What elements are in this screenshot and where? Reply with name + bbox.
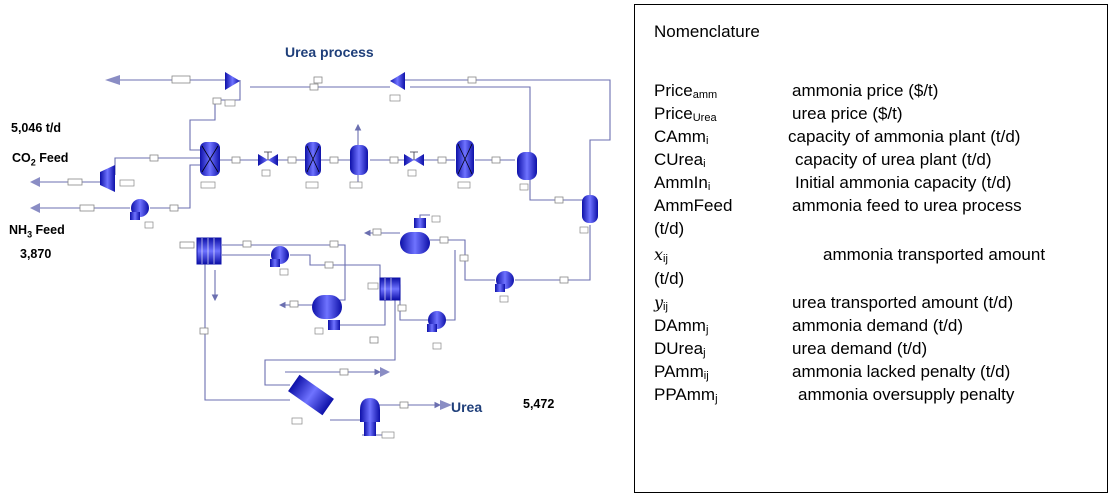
flash-drum-2-icon bbox=[517, 152, 537, 180]
stream-tags bbox=[67, 75, 569, 409]
nomenclature-symbol: PAmmij bbox=[654, 362, 709, 382]
nomenclature-symbol: DAmmj bbox=[654, 316, 709, 336]
nh3-inlet-arrow-icon bbox=[30, 203, 40, 213]
stream-pump-to-hx bbox=[290, 254, 381, 280]
splitter-2-icon bbox=[390, 72, 405, 90]
co2-feed-label: CO2 Feed bbox=[12, 151, 69, 168]
co2-rate-label: 5,046 t/d bbox=[11, 121, 62, 135]
separator-drum-icon bbox=[400, 232, 430, 254]
nomenclature-symbol: PriceUrea bbox=[654, 104, 717, 124]
stream-recycle-lower bbox=[264, 300, 396, 386]
nomenclature-symbol: (t/d) bbox=[654, 219, 685, 238]
nomenclature-description: urea demand (t/d) bbox=[792, 339, 928, 358]
nomenclature-symbol: DUreaj bbox=[654, 339, 706, 359]
heater-icon bbox=[414, 218, 426, 228]
equipment bbox=[100, 72, 598, 439]
nomenclature-symbol: CAmmi bbox=[654, 127, 709, 147]
nomenclature-description: Initial ammonia capacity (t/d) bbox=[795, 173, 1012, 192]
nh3-feed-label: NH3 Feed bbox=[9, 223, 65, 240]
flowsheet-canvas bbox=[30, 72, 611, 439]
nomenclature-symbol: Priceamm bbox=[654, 81, 718, 101]
offgas-arrow-icon bbox=[380, 367, 390, 377]
process-flow-diagram: Urea process 5,046 t/d CO2 Feed NH3 Feed… bbox=[9, 44, 611, 439]
nomenclature-description: ammonia demand (t/d) bbox=[792, 316, 964, 335]
nomenclature-symbol: PPAmmj bbox=[654, 385, 718, 405]
nomenclature-description: ammonia transported amount bbox=[823, 245, 1046, 264]
urea-outlet-arrow-icon bbox=[440, 400, 452, 410]
melt-drum-icon bbox=[312, 295, 342, 319]
nomenclature-symbol: CUreai bbox=[654, 150, 706, 170]
co2-inlet-arrow-icon bbox=[30, 177, 40, 187]
nomenclature-panel: Nomenclature Priceamm ammonia price ($/t)… bbox=[634, 4, 1108, 493]
nh3-rate-label: 3,870 bbox=[20, 247, 52, 261]
nomenclature-description: capacity of urea plant (t/d) bbox=[795, 150, 992, 169]
stream-recycle-right bbox=[405, 79, 611, 200]
cyclone-icon bbox=[360, 398, 380, 422]
nomenclature-heading: Nomenclature bbox=[654, 22, 760, 41]
concentrator-icon bbox=[379, 277, 401, 301]
nomenclature-description: ammonia oversupply penalty bbox=[798, 385, 1015, 404]
nomenclature-symbol: yij bbox=[654, 293, 668, 313]
prilling-tower-icon bbox=[288, 374, 334, 416]
splitter-1-icon bbox=[225, 72, 240, 90]
stream-return-right bbox=[410, 86, 531, 155]
flash-drum-1-icon bbox=[350, 145, 368, 175]
column-icon bbox=[582, 195, 598, 223]
nomenclature-symbol: (t/d) bbox=[654, 269, 685, 288]
urea-rate-label: 5,472 bbox=[523, 397, 555, 411]
outlet-arrow-top bbox=[105, 75, 120, 85]
urea-product-label: Urea bbox=[451, 399, 483, 415]
stream-drum-return bbox=[335, 290, 386, 326]
nomenclature-symbol: AmmIni bbox=[654, 173, 711, 193]
nomenclature-symbol: AmmFeed bbox=[654, 196, 733, 215]
stream-nh3-to-reactor bbox=[150, 164, 200, 209]
stream-to-prill bbox=[204, 262, 290, 401]
stream-column-bottom bbox=[515, 225, 591, 281]
evaporator-icon bbox=[196, 237, 222, 265]
nomenclature-description: ammonia price ($/t) bbox=[792, 81, 939, 100]
nomenclature-description: ammonia feed to urea process bbox=[792, 196, 1022, 215]
process-title: Urea process bbox=[285, 44, 374, 60]
nomenclature-description: capacity of ammonia plant (t/d) bbox=[788, 127, 1021, 146]
stream-recycle-to-reactor bbox=[189, 80, 241, 151]
nomenclature-description: urea price ($/t) bbox=[792, 104, 903, 123]
nomenclature-description: urea transported amount (t/d) bbox=[792, 293, 1014, 312]
stream-pump-up bbox=[445, 250, 456, 321]
stream-to-column bbox=[529, 170, 585, 201]
nomenclature-symbol: xij bbox=[654, 245, 668, 265]
nomenclature-description: ammonia lacked penalty (t/d) bbox=[792, 362, 1011, 381]
stream-lines bbox=[40, 79, 611, 436]
co2-compressor-icon bbox=[100, 165, 115, 192]
